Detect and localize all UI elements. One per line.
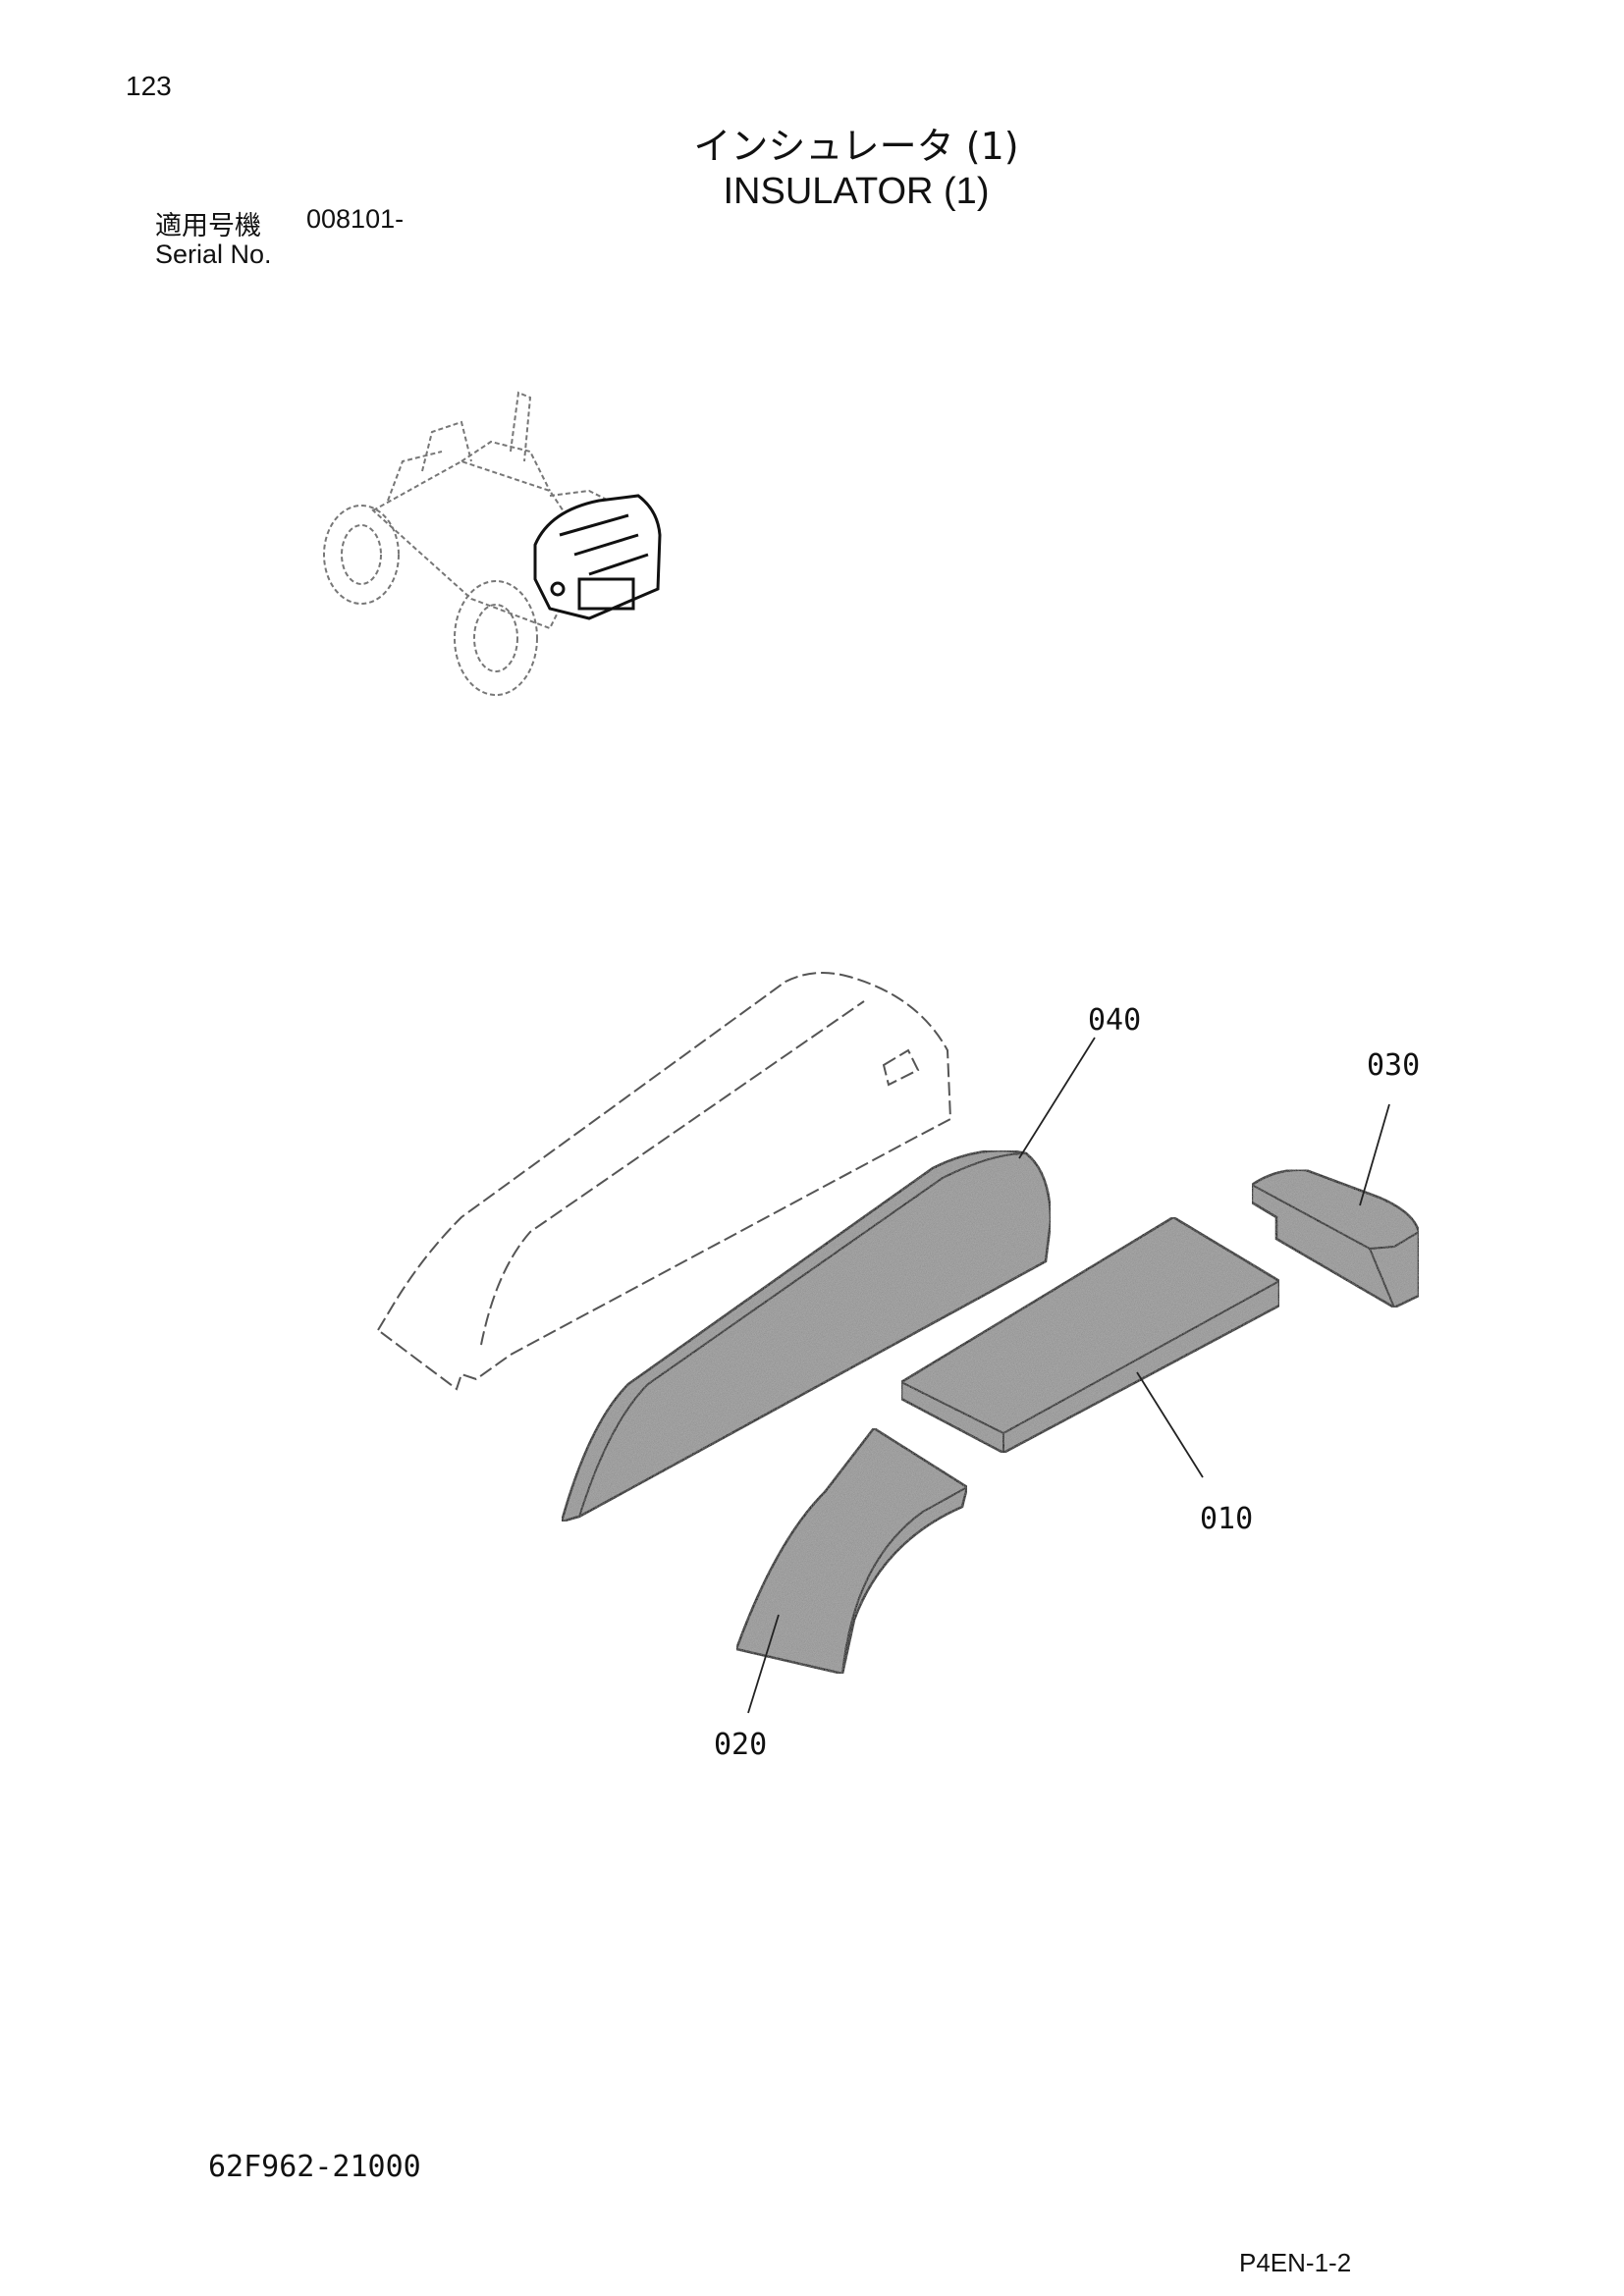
leader-040 [1018,1037,1096,1159]
leader-010 [1136,1371,1204,1478]
engine-hood-highlight [533,494,662,620]
leader-030 [1359,1103,1390,1206]
leader-020 [747,1614,780,1714]
leader-lines [747,1037,1390,1714]
hood-outline [376,972,952,1391]
machine-overview-illustration [323,391,629,696]
part-code: 62F962-21000 [208,2150,421,2184]
serial-label-japanese: 適用号機 [155,211,261,241]
callout-040: 040 [1088,1003,1141,1038]
part-030-insulator [1250,1168,1421,1309]
callout-030: 030 [1367,1048,1420,1083]
part-010-insulator [899,1215,1281,1455]
page-number: 123 [126,71,172,101]
serial-label-english: Serial No. [155,240,272,269]
page-title-english: INSULATOR (1) [723,171,990,212]
callout-010: 010 [1200,1502,1253,1536]
callout-020: 020 [714,1728,767,1762]
serial-value: 008101- [306,204,405,234]
sheet-code: P4EN-1-2 [1239,2248,1352,2277]
part-040-insulator [560,1148,1053,1523]
part-020-insulator [734,1426,969,1676]
page-title-japanese: インシュレータ (1) [693,125,1019,168]
